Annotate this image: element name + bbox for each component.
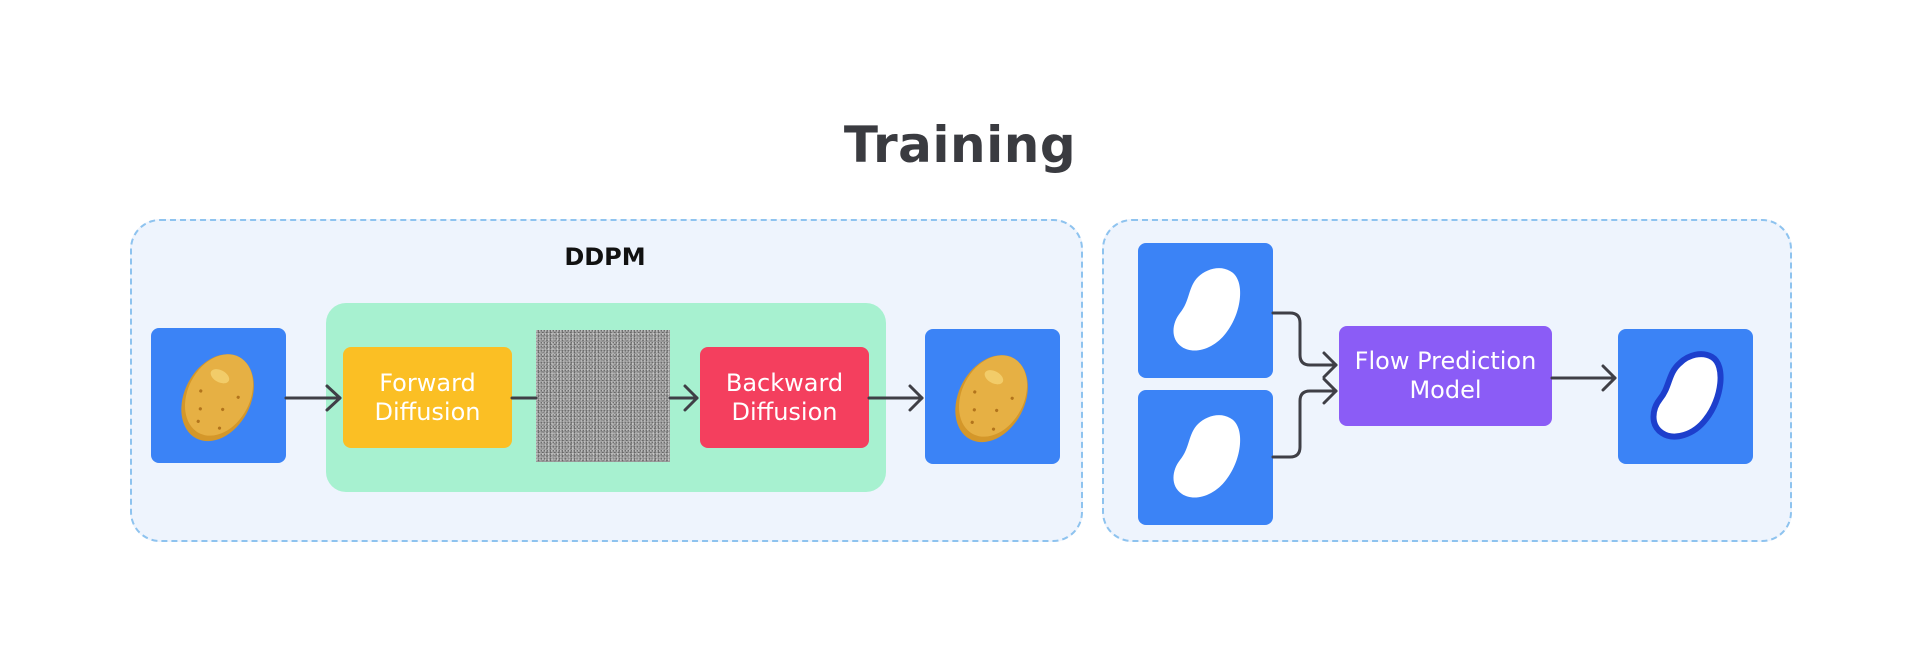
diagram-title: Training [843, 116, 1077, 174]
mask-tile-top [1138, 243, 1273, 378]
flow-prediction-model-block: Flow Prediction Model [1339, 326, 1552, 426]
flow-output-tile [1618, 329, 1753, 464]
bean-outline-icon [1650, 351, 1724, 440]
backward-diffusion-block: Backward Diffusion [700, 347, 869, 448]
noise-image [536, 330, 670, 462]
potato-icon [955, 355, 1028, 443]
backward-diffusion-line2: Diffusion [731, 397, 838, 426]
forward-diffusion-line2: Diffusion [374, 397, 481, 426]
output-potato-tile [925, 329, 1060, 464]
flow-model-line1: Flow Prediction [1354, 347, 1537, 375]
ddpm-label: DDPM [564, 243, 646, 271]
flow-model-line2: Model [1409, 376, 1482, 404]
backward-diffusion-line1: Backward [725, 368, 844, 397]
forward-diffusion-block: Forward Diffusion [343, 347, 512, 448]
forward-diffusion-line1: Forward [379, 368, 476, 397]
input-potato-tile [151, 328, 286, 463]
bean-mask-icon [1173, 268, 1241, 351]
mask-tile-bottom [1138, 390, 1273, 525]
potato-icon [181, 354, 254, 442]
bean-mask-icon [1173, 415, 1241, 498]
